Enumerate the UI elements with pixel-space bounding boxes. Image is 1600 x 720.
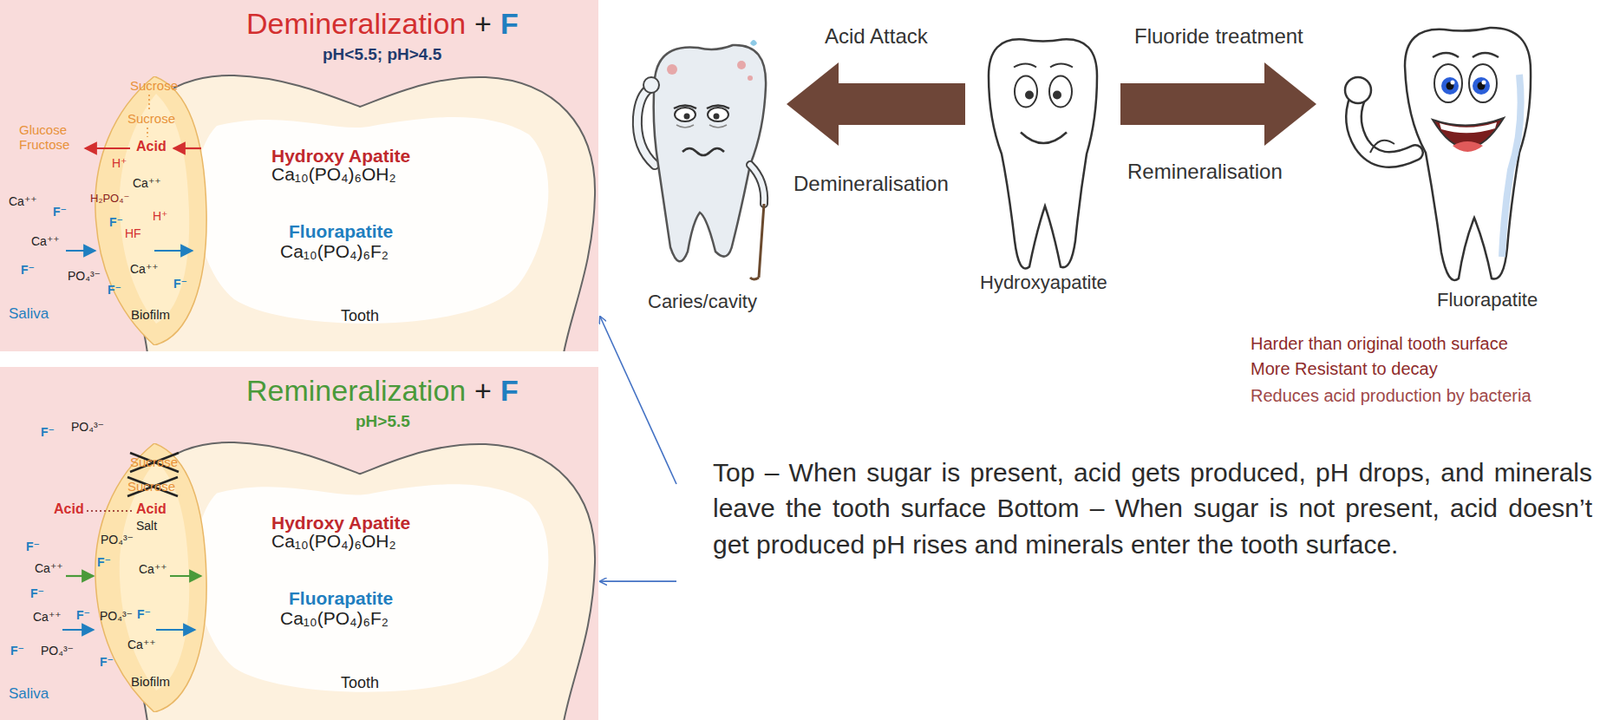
ion-label: Ca⁺⁺	[127, 637, 157, 652]
leader-arrow	[600, 316, 677, 484]
arrow-label: Acid Attack	[824, 24, 928, 49]
node-label: Tooth	[340, 306, 379, 326]
panel-title: F	[500, 373, 519, 408]
hydroxyapatite-tooth-cartoon	[966, 4, 1119, 304]
node-label: Hydroxy Apatite	[271, 512, 411, 534]
note-label: Remineralisation	[1127, 159, 1283, 184]
ion-label: Sucrose	[127, 478, 176, 494]
leader-arrow	[600, 580, 677, 582]
ion-label: F⁻	[76, 607, 91, 622]
ion-label: H₂PO₄⁻	[90, 192, 130, 206]
panel-title: F	[500, 6, 519, 41]
ion-label: Ca⁺⁺	[32, 609, 62, 624]
ion-label: F⁻	[10, 643, 25, 658]
ion-label: Acid	[136, 501, 167, 517]
node-label: Biofilm	[130, 673, 170, 689]
cross-out-marks	[127, 452, 179, 497]
note-label: Reduces acid production by bacteria	[1250, 385, 1532, 406]
ion-label: Salt	[136, 518, 157, 533]
ion-label: F⁻	[173, 276, 188, 291]
caries-tooth-cartoon	[620, 4, 785, 326]
ion-label: F⁻	[20, 262, 35, 277]
ion-label: H⁺	[111, 156, 128, 170]
caption-note: Top – When sugar is present, acid gets p…	[678, 449, 1596, 592]
node-label: Biofilm	[130, 306, 170, 322]
node-label: Caries/cavity	[647, 290, 758, 313]
ion-label: Sucrose	[130, 78, 178, 93]
ion-label: Sucrose	[127, 111, 176, 126]
panel-title: +	[474, 6, 492, 41]
ion-label: F⁻	[97, 555, 112, 569]
ion-label: F⁻	[107, 282, 122, 297]
tooth-cartoon: Fluorapatite	[1318, 0, 1561, 323]
tooth-cartoon: Caries/cavity	[620, 4, 785, 326]
ion-label: Ca⁺⁺	[138, 561, 168, 576]
node-label: Ca₁₀(PO₄)₆OH₂	[271, 163, 397, 185]
ion-label: Ca⁺⁺	[132, 176, 162, 190]
ion-label: Glucose Fructose	[19, 122, 82, 153]
tooth-cartoon: Hydroxyapatite	[966, 4, 1119, 304]
node-label: Ca₁₀(PO₄)₆OH₂	[271, 530, 397, 552]
node-label: Hydroxyapatite	[979, 271, 1108, 294]
node-label: Ca₁₀(PO₄)₆F₂	[280, 241, 389, 262]
ion-label: Ca⁺⁺	[31, 234, 60, 249]
ion-label: H⁺	[152, 208, 169, 223]
ion-label: PO₄³⁻	[67, 268, 101, 283]
fluorapatite-tooth-cartoon	[1318, 0, 1561, 323]
caption-text: Top – When sugar is present, acid gets p…	[712, 454, 1593, 562]
panel: Demineralization+FpH<5.5; pH>4.5 Hydroxy…	[0, 0, 599, 352]
note-label: Harder than original tooth surface	[1250, 333, 1509, 354]
ion-label: Acid	[53, 501, 85, 517]
ion-label: PO₄³⁻	[99, 608, 133, 623]
note-label: Demineralisation	[793, 171, 949, 196]
ion-label: Sucrose	[130, 454, 178, 470]
remineral-arrows	[62, 575, 202, 630]
arrow-label: Fluoride treatment	[1134, 24, 1304, 49]
node-label: Fluorapatite	[288, 221, 393, 242]
block-arrow	[786, 62, 966, 146]
sugar-dotted-lines	[86, 94, 150, 511]
node-label: Fluorapatite	[288, 587, 393, 609]
node-label: pH>5.5	[355, 411, 411, 432]
ion-label: Ca⁺⁺	[8, 194, 38, 209]
panel-title: +	[474, 373, 492, 408]
note-label: More Resistant to decay	[1250, 359, 1438, 379]
ion-label: F⁻	[30, 586, 45, 601]
panel-title: Remineralization	[246, 373, 466, 408]
ion-label: Acid	[136, 138, 167, 155]
demineral-arrows	[65, 148, 202, 251]
node-label: Fluorapatite	[1436, 288, 1538, 311]
ion-label: PO₄³⁻	[71, 419, 105, 434]
node-label: Tooth	[340, 673, 379, 693]
ion-label: Saliva	[8, 305, 49, 323]
ion-label: F⁻	[26, 539, 40, 554]
ion-label: PO₄³⁻	[40, 643, 74, 658]
ion-label: F⁻	[52, 204, 67, 219]
ion-label: Ca⁺⁺	[34, 561, 64, 575]
ion-label: Ca⁺⁺	[130, 261, 159, 276]
block-arrow	[1120, 62, 1317, 146]
ion-label: F⁻	[137, 607, 151, 621]
ion-label: F⁻	[40, 424, 55, 439]
ion-label: F⁻	[99, 654, 114, 669]
ion-label: F⁻	[109, 215, 124, 229]
node-label: pH<5.5; pH>4.5	[322, 45, 442, 65]
node-label: Hydroxy Apatite	[271, 145, 411, 167]
ion-label: HF	[124, 226, 142, 241]
node-label: Ca₁₀(PO₄)₆F₂	[280, 607, 389, 629]
ion-label: PO₄³⁻	[100, 532, 134, 547]
panel-title: Demineralization	[246, 6, 466, 41]
ion-label: Saliva	[8, 685, 49, 703]
